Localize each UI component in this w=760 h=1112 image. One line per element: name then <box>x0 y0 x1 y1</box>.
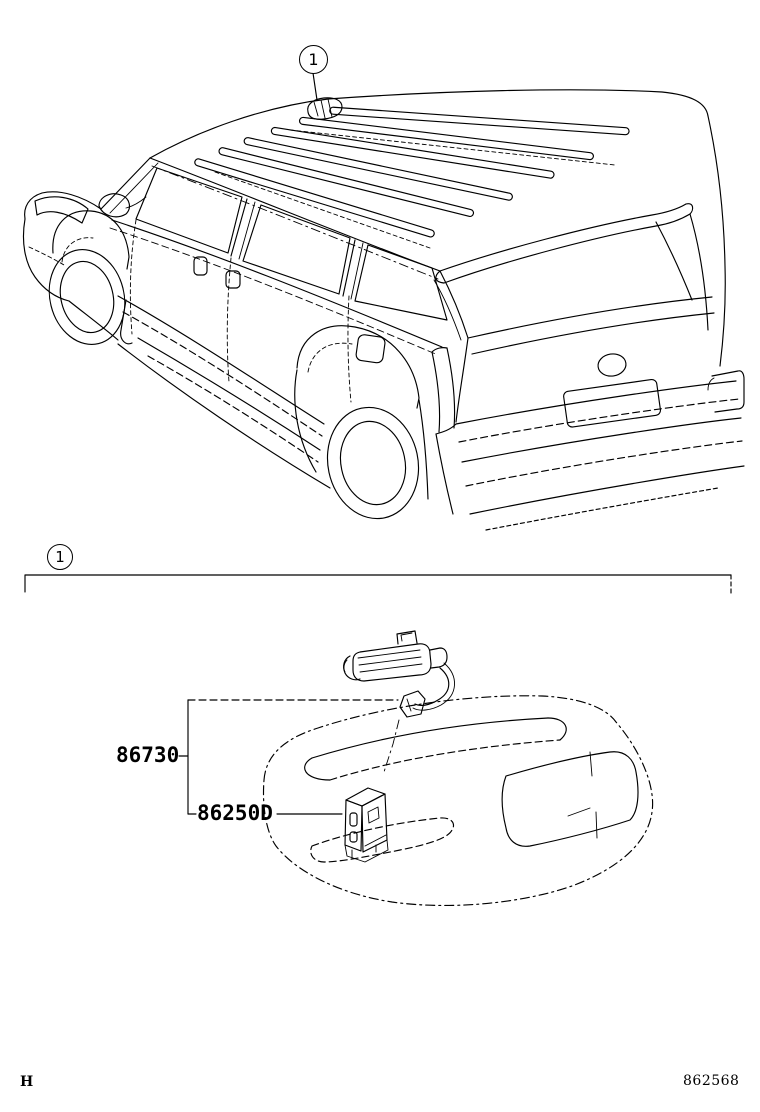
callout-1-roof[interactable]: 1 <box>299 45 328 74</box>
mic-cord-connector <box>343 630 455 773</box>
vehicle-figure <box>22 72 745 531</box>
overhead-console-figure <box>178 630 654 907</box>
detail-bracket <box>24 574 732 594</box>
callout-leader-line <box>312 72 318 101</box>
callout-1-detail[interactable]: 1 <box>47 544 73 570</box>
footer-diagram-code: 862568 <box>683 1073 740 1089</box>
microphone-unit <box>344 787 389 863</box>
footer-page-letter: H <box>20 1074 34 1090</box>
roof-device <box>307 97 343 120</box>
part-label-86730[interactable]: 86730 <box>116 743 180 767</box>
roof-ribs <box>194 106 630 249</box>
part-label-86250d[interactable]: 86250D <box>197 801 273 825</box>
